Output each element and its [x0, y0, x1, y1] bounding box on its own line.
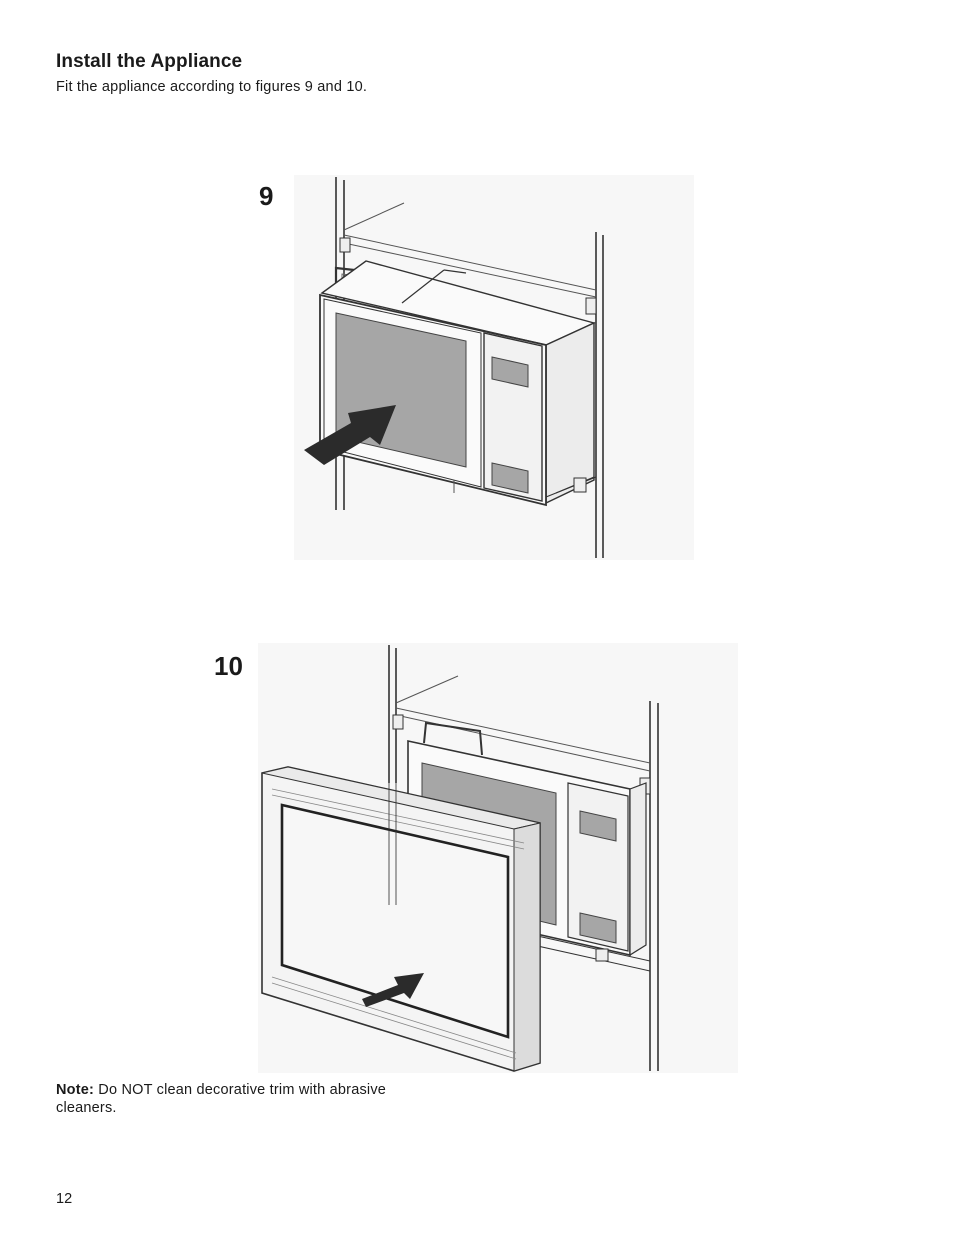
trim-frame-opening	[280, 803, 510, 1039]
note-paragraph: Note: Do NOT clean decorative trim with …	[56, 1081, 436, 1117]
figure-9-number: 9	[259, 181, 274, 211]
cabinet-interior	[343, 202, 597, 298]
mounting-bracket	[423, 721, 483, 756]
intro-text: Fit the appliance according to figures 9…	[56, 79, 368, 95]
microwave-side	[545, 321, 595, 505]
control-keypad	[491, 462, 529, 494]
figure-10-number: 10	[214, 651, 243, 681]
note-label: Note:	[56, 1082, 95, 1098]
bracket-left	[339, 237, 351, 253]
trim-frame-grooves	[271, 788, 525, 1060]
page-number: 12	[56, 1191, 73, 1207]
figure-9-microwave-insertion	[294, 175, 694, 560]
insertion-arrow-icon	[304, 405, 396, 465]
bracket-left	[392, 714, 404, 730]
note-text: Do NOT clean decorative trim with abrasi…	[56, 1082, 387, 1116]
control-display	[491, 356, 529, 388]
bracket-right	[585, 297, 597, 315]
figure-10-trim-frame-insertion	[258, 643, 738, 1073]
section-heading: Install the Appliance	[56, 51, 243, 72]
insertion-arrow-icon	[362, 973, 424, 1007]
lower-rail	[545, 476, 597, 498]
